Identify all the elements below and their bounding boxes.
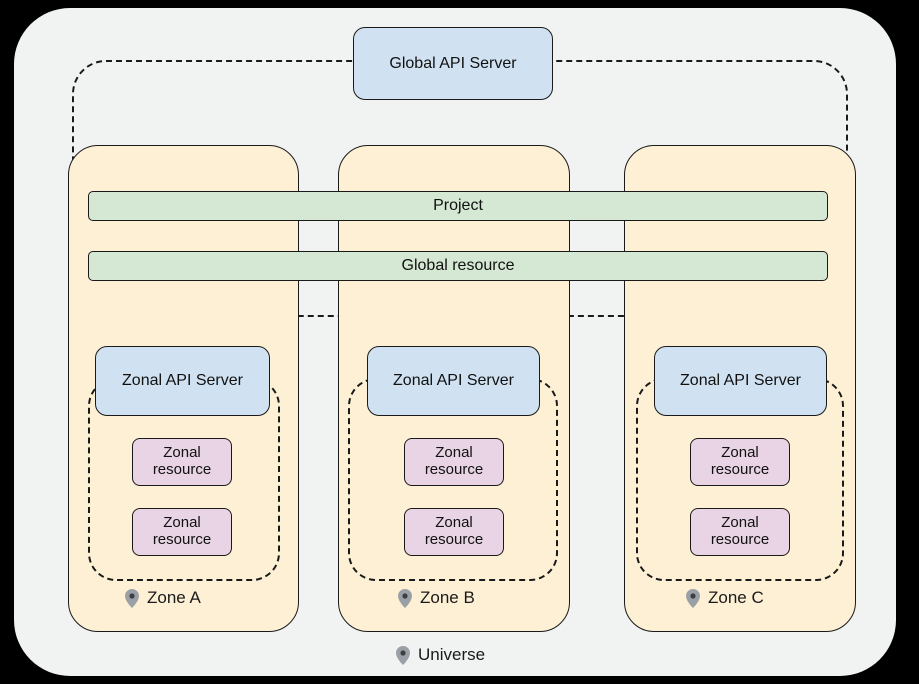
zonal-resource-b-1-line1: Zonal: [435, 444, 473, 462]
project-bar-label: Project: [433, 197, 483, 214]
zonal-api-server-box-c[interactable]: Zonal API Server: [654, 346, 827, 416]
zonal-resource-b-1[interactable]: Zonal resource: [404, 438, 504, 486]
zonal-resource-a-1-line1: Zonal: [163, 444, 201, 462]
zonal-resource-a-1[interactable]: Zonal resource: [132, 438, 232, 486]
zone-label-b: Zone B: [398, 588, 475, 608]
universe-label: Universe: [396, 645, 485, 665]
map-pin-icon: [686, 588, 700, 608]
zonal-resource-c-1-line1: Zonal: [721, 444, 759, 462]
global-resource-bar[interactable]: Global resource: [88, 251, 828, 281]
zonal-api-server-box-b[interactable]: Zonal API Server: [367, 346, 540, 416]
map-pin-icon: [398, 588, 412, 608]
universe-label-text: Universe: [418, 645, 486, 664]
zonal-api-server-label-b: Zonal API Server: [393, 372, 514, 389]
zonal-resource-c-1-line2: resource: [710, 461, 770, 478]
zone-label-a-text: Zone A: [147, 588, 201, 607]
zonal-resource-b-2-line1: Zonal: [435, 514, 473, 532]
zonal-resource-c-1[interactable]: Zonal resource: [690, 438, 790, 486]
zonal-resource-c-2[interactable]: Zonal resource: [690, 508, 790, 556]
project-bar[interactable]: Project: [88, 191, 828, 221]
map-pin-icon: [125, 588, 139, 608]
map-pin-icon: [396, 645, 410, 665]
global-api-server-box[interactable]: Global API Server: [353, 27, 553, 100]
zonal-resource-a-2-line1: Zonal: [163, 514, 201, 532]
zonal-resource-c-2-line2: resource: [710, 531, 770, 548]
zonal-resource-b-2[interactable]: Zonal resource: [404, 508, 504, 556]
zone-label-a: Zone A: [125, 588, 201, 608]
zone-label-c: Zone C: [686, 588, 764, 608]
zonal-resource-a-2-line2: resource: [152, 531, 212, 548]
zonal-resource-b-1-line2: resource: [424, 461, 484, 478]
zonal-resource-c-2-line1: Zonal: [721, 514, 759, 532]
zonal-api-server-label-a: Zonal API Server: [122, 372, 243, 389]
zonal-resource-b-2-line2: resource: [424, 531, 484, 548]
zone-label-b-text: Zone B: [420, 588, 475, 607]
global-api-server-label: Global API Server: [389, 54, 517, 72]
zonal-resource-a-2[interactable]: Zonal resource: [132, 508, 232, 556]
zonal-api-server-label-c: Zonal API Server: [680, 372, 801, 389]
global-resource-bar-label: Global resource: [401, 257, 515, 274]
zone-label-c-text: Zone C: [708, 588, 764, 607]
zonal-resource-a-1-line2: resource: [152, 461, 212, 478]
zonal-api-server-box-a[interactable]: Zonal API Server: [95, 346, 270, 416]
